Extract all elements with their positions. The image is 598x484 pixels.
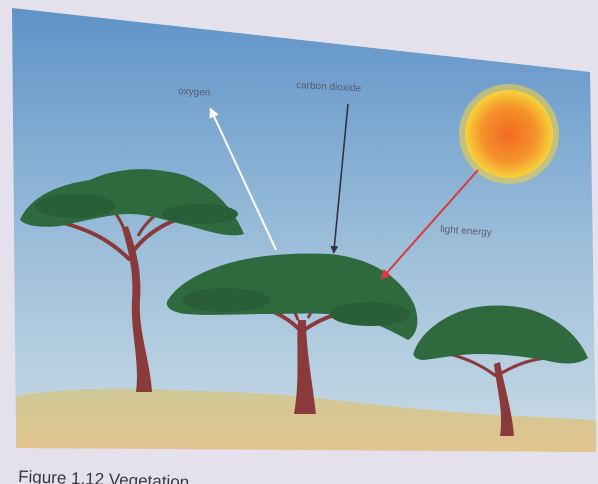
carbon-dioxide-arrow <box>330 103 349 254</box>
figure-caption: Figure 1.12 Vegetation <box>18 467 190 484</box>
tree-middle <box>166 253 418 414</box>
light-energy-arrow <box>380 169 479 280</box>
ground <box>16 388 596 452</box>
light-energy-label: light energy <box>440 224 492 239</box>
tree-left <box>20 169 244 392</box>
carbon-dioxide-label: carbon dioxide <box>296 80 362 94</box>
sun-icon <box>459 84 559 184</box>
oxygen-arrow <box>209 107 277 251</box>
tree-right <box>413 305 588 436</box>
oxygen-label: oxygen <box>178 86 211 99</box>
